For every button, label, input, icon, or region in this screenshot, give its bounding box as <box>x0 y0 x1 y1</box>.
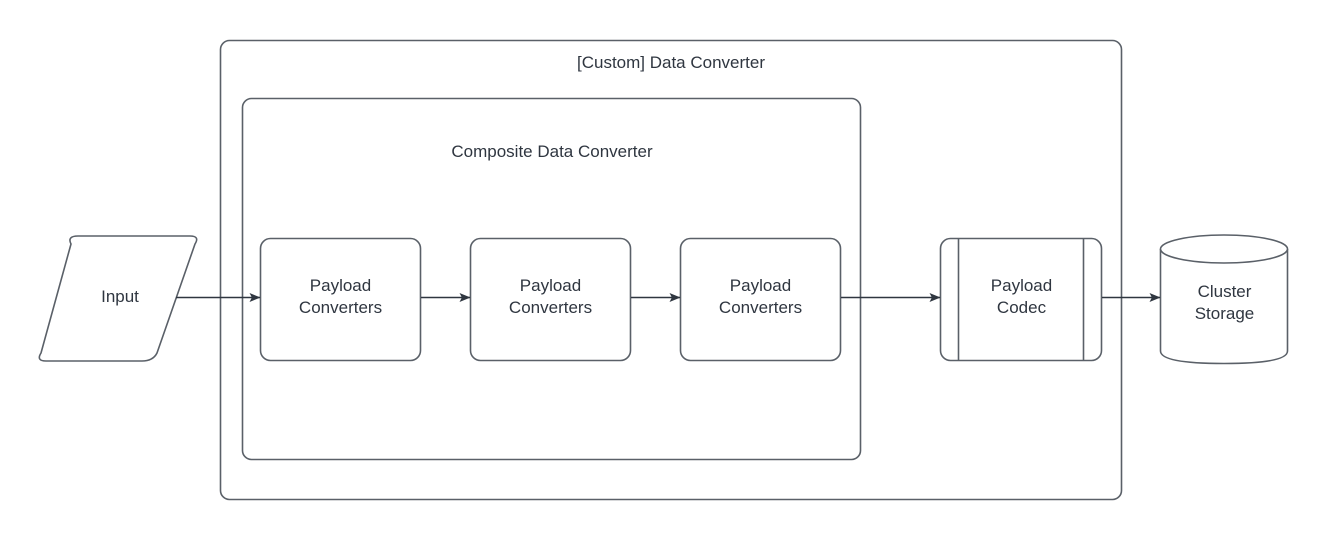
payload-converters-1-node[interactable] <box>259 237 422 362</box>
payload-converters-2-node[interactable] <box>469 237 632 362</box>
input-node[interactable] <box>38 235 198 362</box>
payload-codec-node[interactable] <box>939 237 1103 362</box>
cluster-storage-node[interactable] <box>1159 234 1289 365</box>
payload-converters-3-node[interactable] <box>679 237 842 362</box>
